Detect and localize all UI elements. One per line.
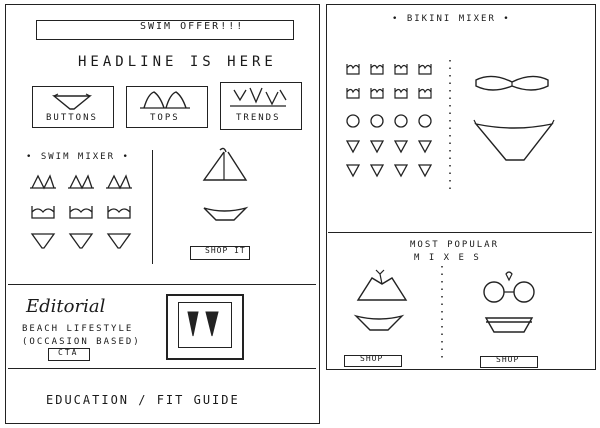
editorial-line2: (OCCASION BASED) [22,337,141,347]
mixer-bandeau-icon [31,206,55,219]
editorial-image-frame[interactable] [166,294,244,360]
category-card-tops[interactable] [126,86,208,128]
mixer-preview-bottom-icon [203,206,249,221]
popular-mix-1-shop-label: SHOP [360,354,384,363]
popular-mix-2-top-icon [483,271,535,303]
swim-mixer-title: • SWIM MIXER • [26,152,130,162]
bikini-mixer-dotted-divider [449,60,451,190]
editorial-line1: BEACH LIFESTYLE [22,324,134,334]
mixer-bottom-icon [106,233,132,249]
mixes-title: M I X E S [414,253,481,263]
headline: HEADLINE IS HERE [78,54,277,70]
mixer-top-icon [68,174,94,190]
swim-mixer-divider [152,150,154,264]
bikini-mixer-top-row-1 [346,64,432,75]
bikini-mixer-top-row-2 [346,88,432,99]
section-divider [8,284,316,286]
left-wireframe-panel [5,4,320,424]
right-wireframe-panel [326,4,596,370]
mixer-preview-top-icon [202,147,248,181]
bikini-top-icon [140,91,190,109]
editorial-title: Editorial [26,296,106,317]
swim-mixer-shop-button[interactable] [190,246,250,260]
bikini-bottom-icon [52,93,92,110]
mixer-bandeau-icon [107,206,131,219]
swim-offer-banner[interactable] [36,20,294,40]
most-popular-title: MOST POPULAR [410,240,500,250]
education-fit-guide-link[interactable]: EDUCATION / FIT GUIDE [46,393,240,407]
bikini-mixer-preview-bottom-icon [473,119,555,161]
editorial-cta-label: CTA [58,348,79,357]
bikini-mixer-title: • BIKINI MIXER • [392,14,511,24]
category-card-trends[interactable] [220,82,302,130]
mixer-bottom-icon [30,233,56,249]
mixer-top-icon [106,174,132,190]
popular-mix-2-shop-label: SHOP [496,355,520,364]
category-label-buttons: BUTTONS [46,113,98,123]
swim-offer-text: SWIM OFFER!!! [140,21,245,32]
swim-mixer-shop-label: SHOP IT [205,246,246,255]
mixer-top-icon [30,174,56,190]
bikini-mixer-color-swatches [346,114,432,128]
popular-mix-1-bottom-icon [353,314,405,331]
editorial-cta-button[interactable] [48,348,90,361]
bikini-mixer-preview-top-icon [475,75,549,91]
popular-mix-1-shop-button[interactable] [344,355,402,367]
right-section-divider [328,232,592,234]
bikini-mixer-bottom-row-2 [345,164,433,178]
section-divider [8,368,316,370]
popular-mix-2-bottom-icon [484,317,534,333]
category-label-trends: TRENDS [236,113,281,123]
mixer-bandeau-icon [69,206,93,219]
editorial-figures-icon [187,311,219,337]
popular-mixes-dotted-divider [441,266,443,362]
editorial-image-inner [178,302,232,348]
popular-mix-1-top-icon [356,269,408,301]
category-label-tops: TOPS [150,113,180,123]
popular-mix-2-shop-button[interactable] [480,356,538,368]
mixer-bottom-icon [68,233,94,249]
category-card-buttons[interactable] [32,86,114,128]
bikini-mixer-bottom-row-1 [345,140,433,154]
trend-figures-icon [230,87,287,107]
